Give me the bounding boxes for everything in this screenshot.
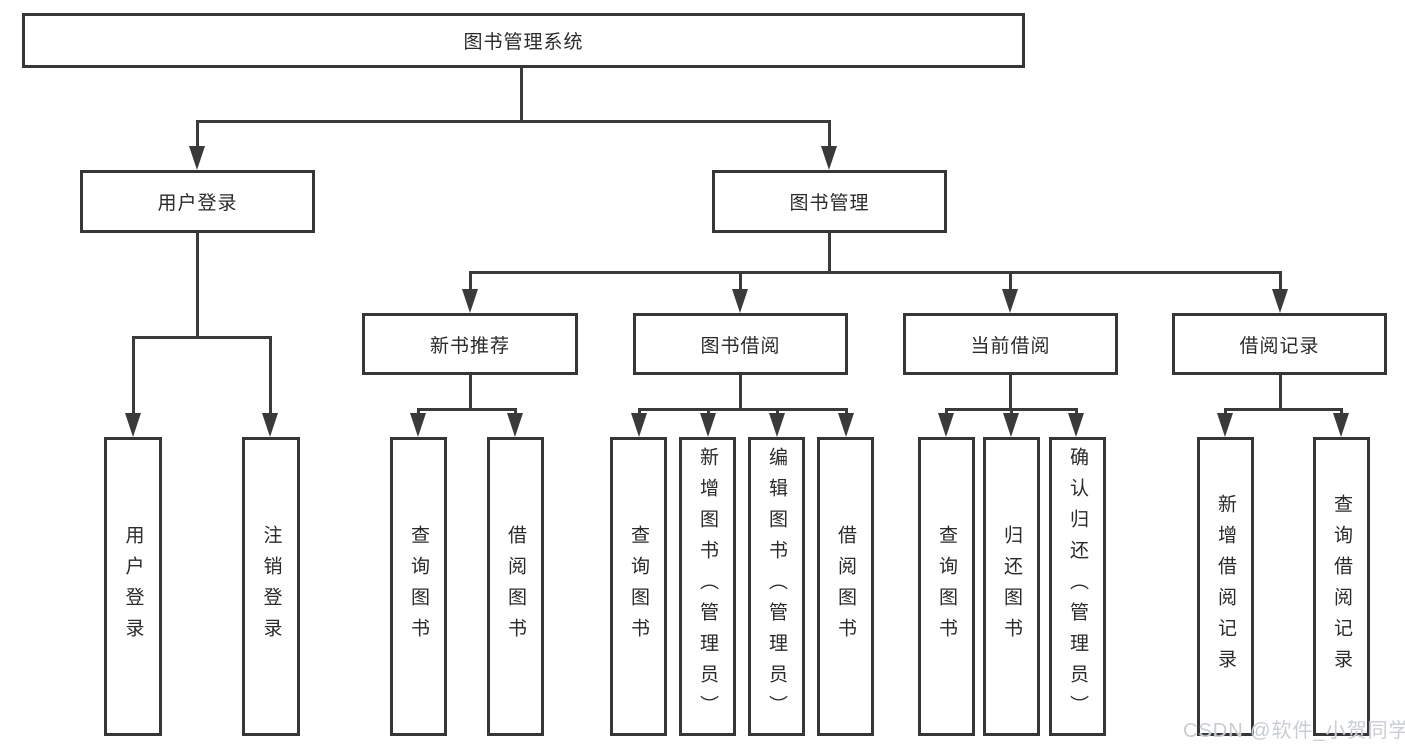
node-label: 借阅图书 bbox=[505, 524, 526, 649]
leaf-add-borrow-record: 新增借阅记录 bbox=[1197, 437, 1254, 736]
connector-line bbox=[638, 408, 641, 415]
arrow-down-icon bbox=[410, 413, 426, 437]
node-book-management: 图书管理 bbox=[712, 170, 947, 233]
node-label: 查询图书 bbox=[628, 524, 649, 649]
connector-line bbox=[1279, 375, 1282, 408]
csdn-watermark: CSDN @软件_小贺同学 bbox=[1183, 720, 1405, 742]
connector-line bbox=[945, 408, 948, 415]
node-label: 新增图书（管理员） bbox=[697, 447, 718, 726]
arrow-down-icon bbox=[125, 413, 141, 437]
leaf-query-books-recommend: 查询图书 bbox=[390, 437, 447, 736]
connector-line bbox=[469, 375, 472, 408]
node-label: 归还图书 bbox=[1001, 524, 1022, 649]
leaf-logout: 注销登录 bbox=[242, 437, 300, 736]
connector-line bbox=[1010, 408, 1013, 415]
arrow-down-icon bbox=[1272, 289, 1288, 313]
connector-line bbox=[196, 233, 199, 336]
connector-line bbox=[469, 271, 1281, 274]
connector-line bbox=[1009, 271, 1012, 289]
arrow-down-icon bbox=[700, 413, 716, 437]
node-label: 确认归还（管理员） bbox=[1067, 447, 1088, 726]
node-new-book-recommendation: 新书推荐 bbox=[362, 313, 578, 375]
arrow-down-icon bbox=[1068, 413, 1084, 437]
arrow-down-icon bbox=[821, 146, 837, 170]
node-user-login: 用户登录 bbox=[80, 170, 315, 233]
node-current-borrowing: 当前借阅 bbox=[903, 313, 1118, 375]
node-label: 图书借阅 bbox=[700, 335, 781, 357]
connector-line bbox=[1224, 408, 1227, 415]
arrow-down-icon bbox=[189, 146, 205, 170]
connector-line bbox=[845, 408, 848, 415]
connector-line bbox=[469, 271, 472, 289]
arrow-down-icon bbox=[838, 413, 854, 437]
connector-line bbox=[828, 120, 831, 146]
connector-line bbox=[417, 408, 420, 415]
connector-line bbox=[707, 408, 710, 415]
node-label: 新书推荐 bbox=[429, 335, 510, 357]
leaf-query-books-current: 查询图书 bbox=[918, 437, 975, 736]
node-root-library-system: 图书管理系统 bbox=[22, 13, 1025, 68]
node-label: 注销登录 bbox=[260, 524, 282, 649]
arrow-down-icon bbox=[1003, 413, 1019, 437]
arrow-down-icon bbox=[1217, 413, 1233, 437]
node-label: 查询图书 bbox=[936, 524, 957, 649]
node-book-borrowing: 图书借阅 bbox=[633, 313, 848, 375]
arrow-down-icon bbox=[769, 413, 785, 437]
connector-line bbox=[1009, 375, 1012, 408]
connector-line bbox=[514, 408, 517, 415]
connector-line bbox=[132, 336, 272, 339]
arrow-down-icon bbox=[938, 413, 954, 437]
node-label: 新增借阅记录 bbox=[1215, 493, 1236, 680]
node-label: 查询图书 bbox=[408, 524, 429, 649]
leaf-return-books: 归还图书 bbox=[983, 437, 1040, 736]
connector-line bbox=[1224, 408, 1342, 411]
connector-line bbox=[417, 408, 517, 411]
node-label: 编辑图书（管理员） bbox=[766, 447, 787, 726]
connector-line bbox=[269, 336, 272, 413]
leaf-user-login: 用户登录 bbox=[104, 437, 162, 736]
arrow-down-icon bbox=[507, 413, 523, 437]
connector-line bbox=[1075, 408, 1078, 415]
arrow-down-icon bbox=[1002, 289, 1018, 313]
arrow-down-icon bbox=[462, 289, 478, 313]
arrow-down-icon bbox=[631, 413, 647, 437]
leaf-edit-books-admin: 编辑图书（管理员） bbox=[748, 437, 805, 736]
connector-line bbox=[520, 68, 523, 120]
leaf-query-borrow-record: 查询借阅记录 bbox=[1313, 437, 1370, 736]
node-label: 图书管理系统 bbox=[463, 32, 584, 53]
node-label: 用户登录 bbox=[122, 524, 144, 649]
connector-line bbox=[828, 233, 831, 274]
leaf-add-books-admin: 新增图书（管理员） bbox=[679, 437, 736, 736]
connector-line bbox=[638, 408, 848, 411]
node-label: 借阅图书 bbox=[835, 524, 856, 649]
connector-line bbox=[196, 120, 199, 146]
leaf-query-books-borrowing: 查询图书 bbox=[610, 437, 667, 736]
connector-line bbox=[132, 336, 135, 413]
node-label: 用户登录 bbox=[157, 193, 238, 214]
connector-line bbox=[1340, 408, 1343, 415]
leaf-borrow-books-recommend: 借阅图书 bbox=[487, 437, 544, 736]
arrow-down-icon bbox=[1333, 413, 1349, 437]
node-label: 借阅记录 bbox=[1239, 335, 1320, 357]
node-borrowing-records: 借阅记录 bbox=[1172, 313, 1387, 375]
node-label: 图书管理 bbox=[789, 193, 870, 214]
leaf-confirm-return-admin: 确认归还（管理员） bbox=[1049, 437, 1106, 736]
connector-line bbox=[196, 120, 831, 123]
connector-line bbox=[776, 408, 779, 415]
connector-line bbox=[739, 271, 742, 289]
leaf-borrow-books: 借阅图书 bbox=[817, 437, 874, 736]
arrow-down-icon bbox=[732, 289, 748, 313]
arrow-down-icon bbox=[262, 413, 278, 437]
node-label: 当前借阅 bbox=[970, 335, 1051, 357]
connector-line bbox=[1279, 271, 1282, 289]
node-label: 查询借阅记录 bbox=[1331, 493, 1352, 680]
connector-line bbox=[739, 375, 742, 408]
